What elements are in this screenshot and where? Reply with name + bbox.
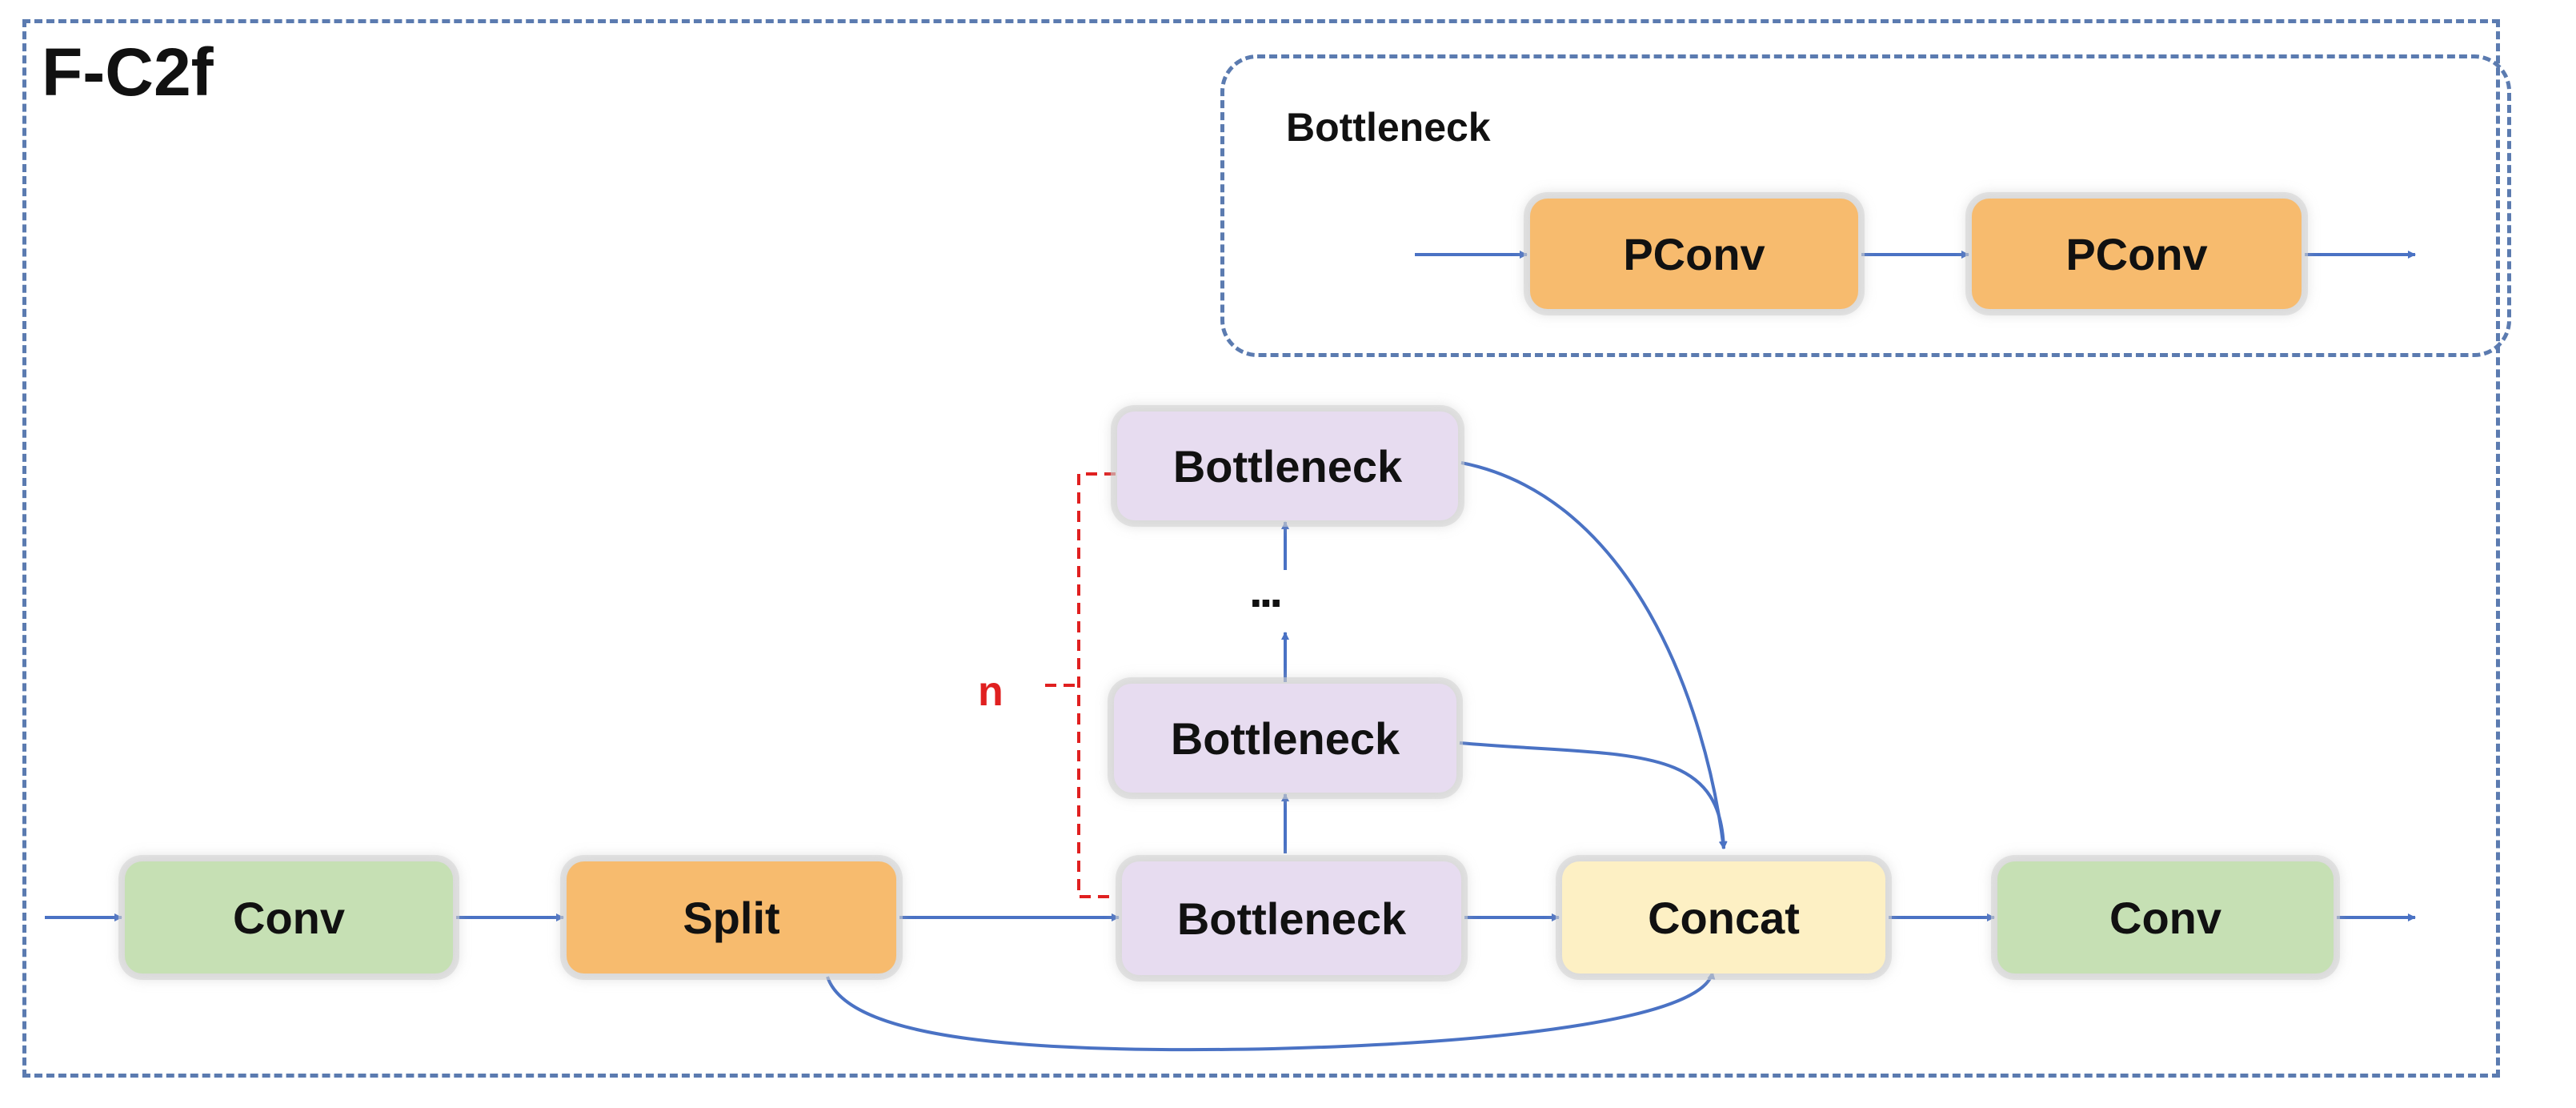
repeat-count-label: n xyxy=(978,668,1004,715)
f-c2f-outer-frame xyxy=(22,19,2500,1078)
diagram-title: F-C2f xyxy=(42,34,214,110)
bottleneck-detail-frame xyxy=(1220,54,2511,357)
arrow-split-skip-to-concat xyxy=(826,971,1716,1052)
pconv-block-2: PConv xyxy=(1972,199,2302,309)
conv-block-output: Conv xyxy=(1997,861,2334,974)
arrow-top-bottleneck-to-concat xyxy=(1460,461,1727,849)
concat-block: Concat xyxy=(1562,861,1885,974)
bottleneck-block-middle: Bottleneck xyxy=(1114,684,1456,793)
stack-ellipsis: ... xyxy=(1249,564,1283,617)
bottleneck-block-bottom: Bottleneck xyxy=(1122,861,1461,975)
arrow-middle-bottleneck-to-concat xyxy=(1459,741,1728,849)
repeat-bracket xyxy=(1077,472,1116,898)
bottleneck-detail-title: Bottleneck xyxy=(1286,105,1491,150)
bottleneck-block-top: Bottleneck xyxy=(1117,411,1458,520)
conv-block-input: Conv xyxy=(125,861,453,974)
split-block: Split xyxy=(567,861,896,974)
pconv-block-1: PConv xyxy=(1530,199,1858,309)
